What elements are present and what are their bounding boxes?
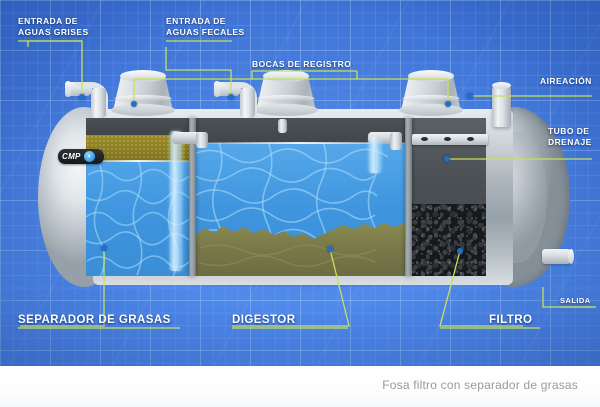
drain-hole [467, 137, 474, 141]
inlet-pipe-vertical [240, 88, 255, 118]
manhole-ring [114, 95, 172, 102]
leader-dot-drain [444, 156, 450, 162]
leader-dot-manhole-2 [445, 101, 451, 107]
leader-manholes-1 [133, 71, 253, 104]
leader-manholes-2 [356, 71, 448, 80]
leader-dot-filtro [457, 248, 463, 254]
gravel-filter-media [412, 204, 486, 276]
drain-hole [444, 137, 451, 141]
leader-dot-separador [101, 245, 107, 251]
greywater-inlet-pipe [65, 81, 108, 120]
digestor-vent-stub [278, 119, 287, 133]
aeration-vent-cap [492, 82, 511, 89]
outlet-pipe-stub [542, 249, 574, 264]
headspace-air [86, 118, 189, 135]
manhole-cover-2 [253, 70, 319, 116]
label-greywater-inlet: ENTRADA DE AGUAS GRISES [18, 16, 89, 37]
transfer-pipe-drop-1 [196, 132, 208, 148]
water-surface [196, 142, 405, 144]
label-chamber-digestor: DIGESTOR [232, 314, 296, 326]
leader-dot-greywater [79, 94, 85, 100]
inlet-pipe-vertical [91, 88, 106, 118]
leader-filtro [439, 250, 523, 327]
label-manholes: BOCAS DE REGISTRO [252, 59, 352, 69]
drain-hole [421, 137, 428, 141]
label-chamber-separador: SEPARADOR DE GRASAS [18, 314, 171, 326]
leader-dot-aeration [467, 93, 473, 99]
leader-dot-blackwater [228, 94, 234, 100]
blackwater-inlet-pipe [214, 81, 257, 120]
leader-dot-digestor [327, 246, 333, 252]
manhole-cover-1 [110, 70, 176, 116]
drain-pipe-perforated [412, 134, 488, 145]
caption-strip [0, 366, 600, 407]
manhole-base [253, 104, 319, 116]
manhole-base [110, 104, 176, 116]
figure-caption: Fosa filtro con separador de grasas [382, 378, 578, 392]
transfer-pipe-drop-2 [390, 132, 402, 150]
brand-logo: CMP ◗ [58, 149, 104, 164]
bubble-icon: ◗ [83, 151, 95, 162]
outlet-pipe-cap [568, 249, 574, 264]
chamber-divider-wall-1 [189, 118, 196, 276]
chamber-divider-wall-2 [405, 118, 412, 276]
manhole-ring [402, 95, 460, 102]
transfer-riser-pipe-2 [369, 137, 381, 173]
label-drain-pipe: TUBO DE DRENAJE [548, 126, 592, 147]
leader-separador [20, 248, 105, 327]
label-aeration: AIREACIÓN [540, 76, 592, 86]
leader-greywater [27, 40, 83, 97]
label-chamber-filtro: FILTRO [489, 314, 533, 326]
leader-dot-manhole-1 [131, 101, 137, 107]
grease-water-interface [86, 160, 189, 162]
manhole-ring [257, 95, 315, 102]
leader-digestor [232, 248, 350, 327]
sludge-layer [196, 214, 405, 276]
label-blackwater-inlet: ENTRADA DE AGUAS FECALES [166, 16, 245, 37]
brand-logo-text: CMP [62, 151, 81, 161]
inlet-pipe-collar [65, 81, 71, 97]
label-outlet: SALIDA [560, 296, 591, 305]
transfer-riser-pipe-1 [170, 131, 182, 271]
inlet-pipe-collar [214, 81, 220, 97]
septic-tank-illustration: CMP ◗ [38, 70, 574, 296]
manhole-base [398, 104, 464, 116]
leader-blackwater [165, 47, 232, 97]
